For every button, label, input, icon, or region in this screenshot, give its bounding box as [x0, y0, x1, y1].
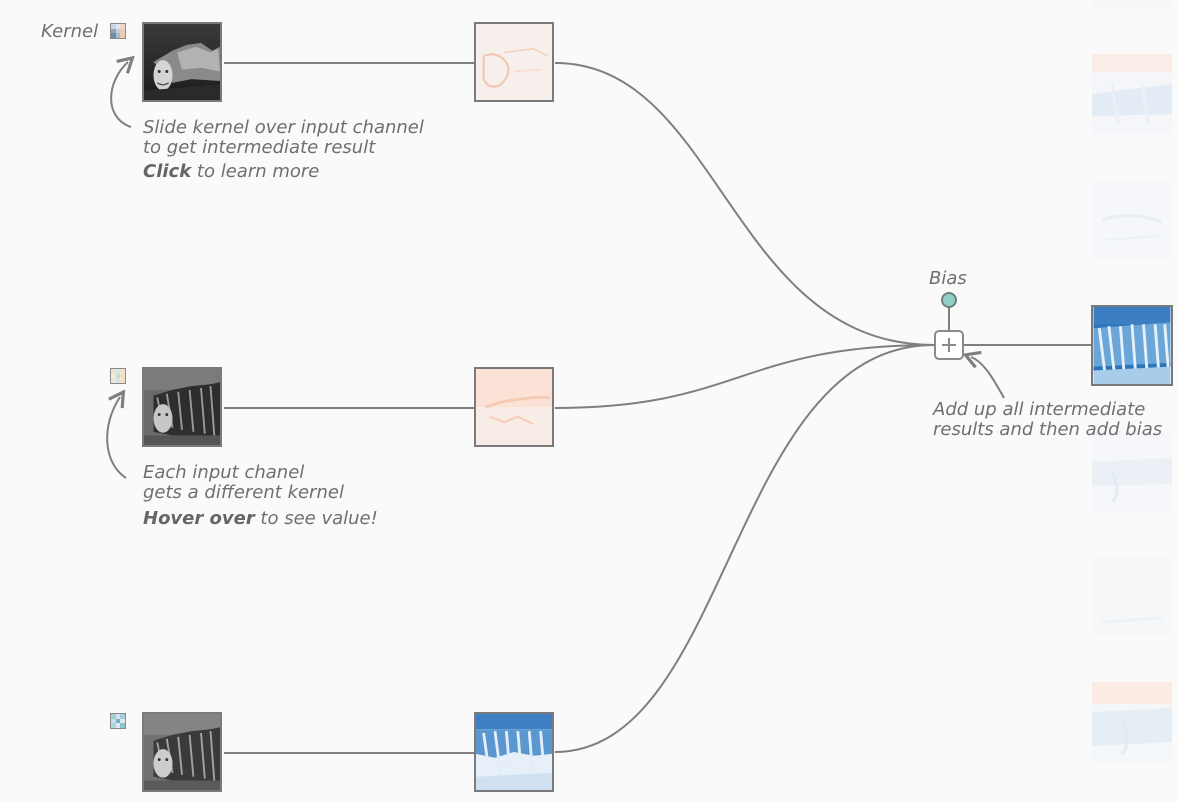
annotation-add-line1: Add up all intermediate [933, 399, 1146, 420]
annotation-each-line2: gets a different kernel [143, 482, 344, 503]
click-bold[interactable]: Click [143, 161, 192, 182]
annotation-slide-line2: to get intermediate result [143, 137, 376, 158]
annotation-click[interactable]: Click to learn more [143, 162, 424, 182]
annotation-each-line1: Each input chanel [143, 462, 305, 483]
annotation-slide-line1: Slide kernel over input channel [143, 117, 424, 138]
faded-output-6 [1092, 682, 1172, 762]
faded-output-4 [1092, 432, 1172, 512]
input-channel-2[interactable] [142, 367, 222, 447]
curved-arrow-icon [106, 389, 127, 479]
plus-icon [934, 330, 964, 360]
faded-output-2 [1092, 180, 1172, 260]
annotation-add-line2: results and then add bias [933, 419, 1163, 440]
kernel-2[interactable] [110, 368, 126, 384]
hover-bold: Hover over [143, 508, 255, 529]
hover-rest: to see value! [254, 508, 378, 529]
intermediate-result-2[interactable] [474, 367, 554, 447]
bias-node-icon[interactable] [941, 292, 957, 308]
faded-output-0 [1092, 0, 1172, 8]
kernel-label: Kernel [41, 21, 99, 42]
input-channel-1[interactable] [142, 22, 222, 102]
intermediate-result-1[interactable] [474, 22, 554, 102]
annotation-each-channel: Each input chanel gets a different kerne… [143, 463, 378, 529]
faded-output-5 [1092, 556, 1172, 636]
annotation-add-bias: Add up all intermediate results and then… [933, 400, 1162, 440]
curved-arrow-icon [962, 350, 1005, 399]
kernel-1[interactable] [110, 23, 126, 39]
edge-intermediate1 [554, 62, 935, 346]
intermediate-result-3[interactable] [474, 712, 554, 792]
input-channel-3[interactable] [142, 712, 222, 792]
click-rest: to learn more [191, 161, 320, 182]
bias-label: Bias [929, 268, 967, 289]
annotation-hover: Hover over to see value! [143, 509, 378, 529]
kernel-3[interactable] [110, 713, 126, 729]
edge-intermediate3 [554, 344, 935, 753]
curved-arrow-icon [110, 55, 135, 128]
output-map[interactable] [1091, 305, 1173, 386]
annotation-slide: Slide kernel over input channel to get i… [143, 118, 424, 182]
faded-output-1 [1092, 54, 1172, 134]
edge-intermediate2 [554, 344, 935, 409]
